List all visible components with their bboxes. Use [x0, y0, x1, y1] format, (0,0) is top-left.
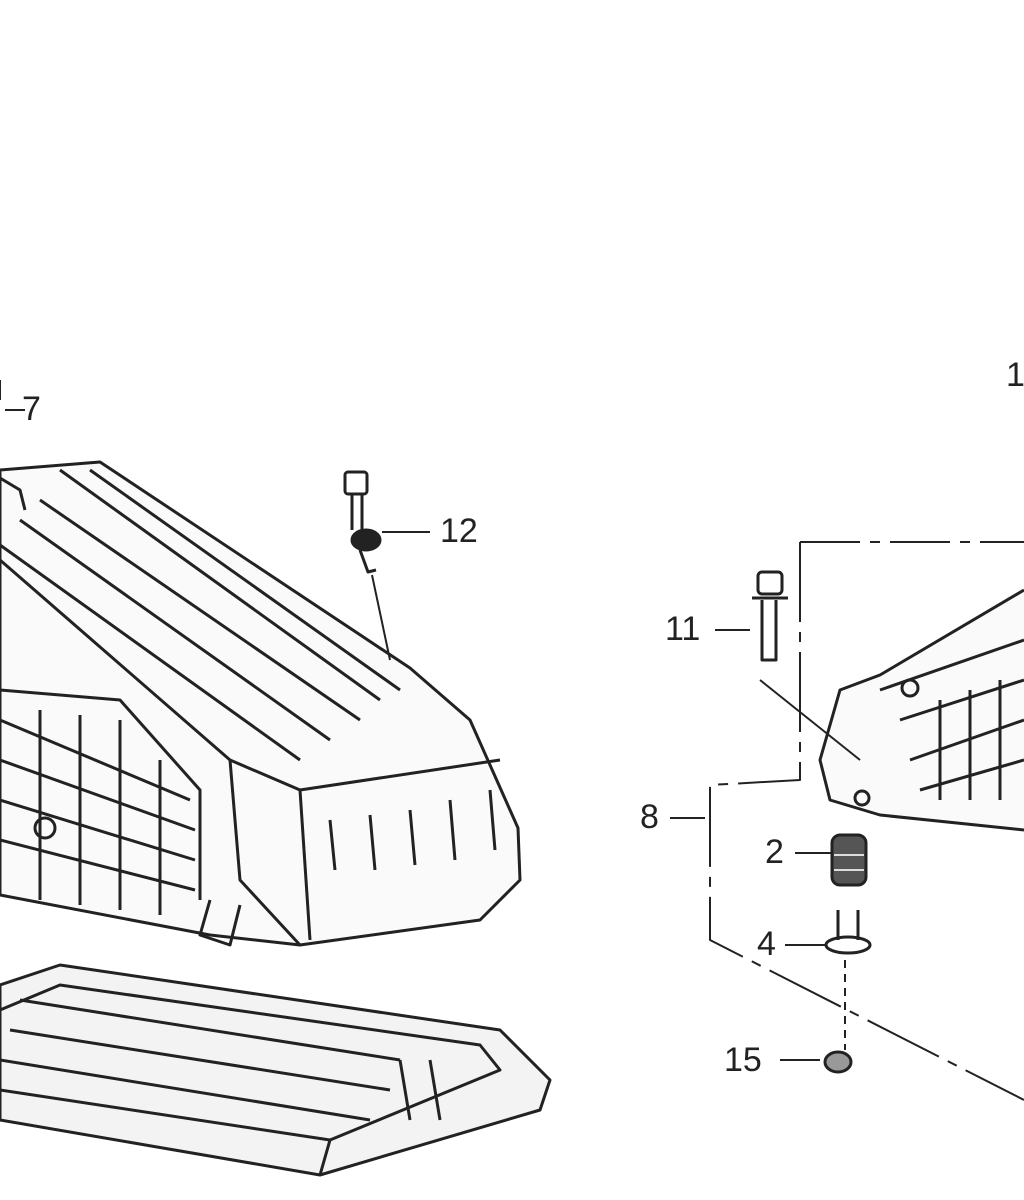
collar-4-drawing	[824, 910, 872, 955]
part-label-8: 8	[640, 798, 659, 836]
part-label-11: 11	[665, 610, 701, 648]
air-cleaner-housing	[818, 588, 1024, 832]
part-label-1: 1	[1006, 356, 1024, 394]
bolt-11-drawing	[752, 570, 788, 662]
part-label-4: 4	[757, 925, 776, 963]
air-cleaner-cover	[0, 380, 522, 947]
part-label-12: 12	[440, 512, 478, 550]
grommet-2-drawing	[830, 833, 868, 887]
part-label-2: 2	[765, 833, 784, 871]
bolt-12-drawing	[343, 470, 430, 661]
nut-15-drawing	[823, 1050, 853, 1074]
part-label-7: 7	[22, 390, 41, 428]
part-label-15: 15	[724, 1041, 762, 1079]
leader-lines	[670, 541, 1024, 1101]
air-filter-element	[0, 963, 552, 1177]
